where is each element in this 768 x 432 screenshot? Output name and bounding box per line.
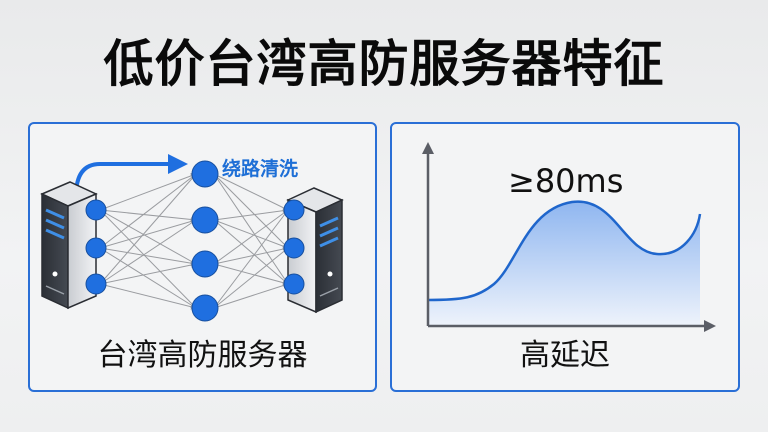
card-taiwan-ddos-server: 绕路清洗 台湾高防服务器 — [28, 122, 377, 392]
connections-right — [213, 173, 289, 309]
connections-left — [99, 172, 197, 310]
source-nodes — [85, 199, 107, 295]
latency-chart — [422, 142, 716, 332]
y-axis-arrow-icon — [422, 142, 434, 154]
latency-value-label: ≥80ms — [508, 162, 624, 200]
page-title: 低价台湾高防服务器特征 — [103, 35, 665, 93]
latency-area — [428, 201, 700, 326]
reroute-scrubbing-label: 绕路清洗 — [222, 158, 299, 180]
x-axis-arrow-icon — [704, 320, 716, 332]
card-label-taiwan-server: 台湾高防服务器 — [97, 338, 308, 373]
server-icon-destination — [286, 187, 344, 314]
card-high-latency: ≥80ms 高延迟 — [390, 122, 740, 392]
latency-line — [427, 200, 702, 302]
scrubbing-nodes — [191, 160, 219, 322]
card-label-high-latency: 高延迟 — [520, 338, 610, 373]
network-diagram — [40, 154, 344, 322]
destination-nodes — [283, 199, 305, 295]
